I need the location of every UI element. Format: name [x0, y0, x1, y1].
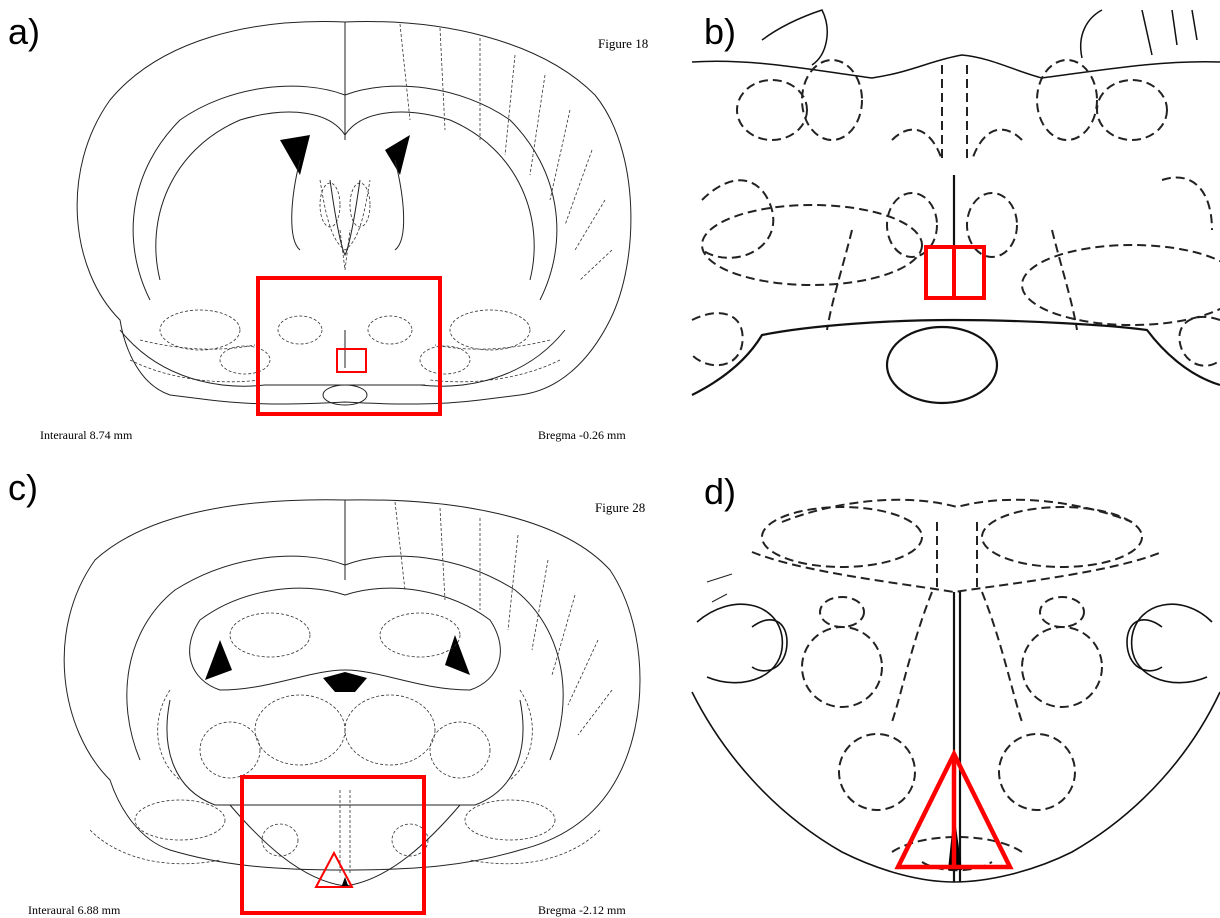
panel-b-zoomed-section — [692, 0, 1220, 410]
panel-c-interaural-label: Interaural 6.88 mm — [28, 903, 120, 918]
panel-b: b) — [692, 0, 1220, 410]
panel-a-brain-section — [0, 0, 660, 450]
panel-c-bregma-label: Bregma -2.12 mm — [538, 903, 626, 918]
panel-d: d) — [692, 462, 1220, 882]
panel-c-zoom-box — [242, 777, 424, 913]
panel-c: c) Figure 28 — [0, 460, 660, 918]
panel-a-zoom-box — [258, 278, 440, 414]
panel-c-brain-section — [0, 460, 660, 918]
panel-d-zoomed-section — [692, 462, 1220, 882]
panel-a-bregma-label: Bregma -0.26 mm — [538, 428, 626, 443]
panel-a: a) Figure 18 — [0, 0, 660, 450]
panel-a-interaural-label: Interaural 8.74 mm — [40, 428, 132, 443]
panel-a-target-box — [337, 349, 366, 372]
